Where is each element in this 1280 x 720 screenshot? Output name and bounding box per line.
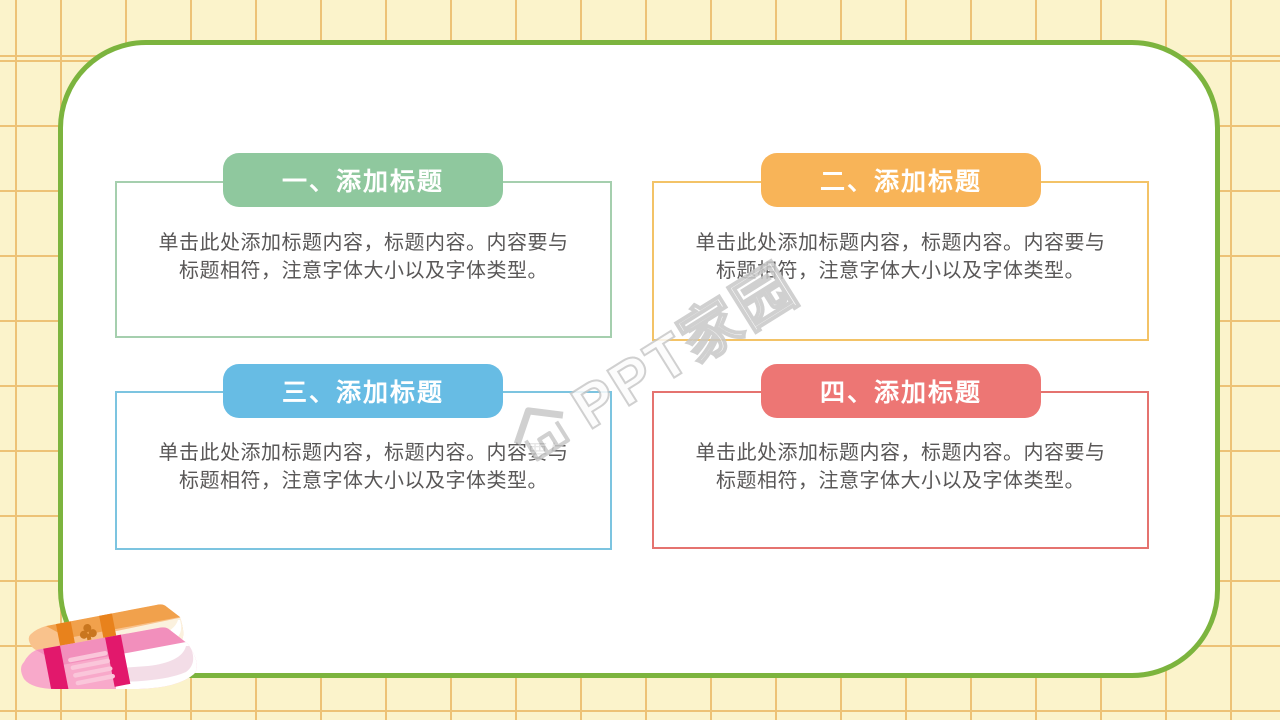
panel-body-3[interactable]: 单击此处添加标题内容，标题内容。内容要与 标题相符，注意字体大小以及字体类型。 bbox=[159, 439, 569, 495]
panel-title-3[interactable]: 三、添加标题 bbox=[223, 364, 503, 418]
panel-body-2-line-1: 单击此处添加标题内容，标题内容。内容要与 bbox=[695, 232, 1106, 254]
panel-body-3-line-1: 单击此处添加标题内容，标题内容。内容要与 bbox=[158, 442, 569, 464]
content-panel-1: 单击此处添加标题内容，标题内容。内容要与 标题相符，注意字体大小以及字体类型。 bbox=[115, 181, 612, 338]
panel-body-3-line-2: 标题相符，注意字体大小以及字体类型。 bbox=[179, 470, 548, 492]
panel-body-2-line-2: 标题相符，注意字体大小以及字体类型。 bbox=[716, 260, 1085, 282]
panel-body-1-line-2: 标题相符，注意字体大小以及字体类型。 bbox=[179, 260, 548, 282]
panel-title-2[interactable]: 二、添加标题 bbox=[761, 153, 1041, 207]
content-panel-2: 单击此处添加标题内容，标题内容。内容要与 标题相符，注意字体大小以及字体类型。 bbox=[652, 181, 1149, 341]
content-panel-3: 单击此处添加标题内容，标题内容。内容要与 标题相符，注意字体大小以及字体类型。 bbox=[115, 391, 612, 550]
panel-body-4-line-2: 标题相符，注意字体大小以及字体类型。 bbox=[716, 470, 1085, 492]
panel-body-4[interactable]: 单击此处添加标题内容，标题内容。内容要与 标题相符，注意字体大小以及字体类型。 bbox=[696, 439, 1106, 495]
panel-title-4[interactable]: 四、添加标题 bbox=[761, 364, 1041, 418]
panel-title-1[interactable]: 一、添加标题 bbox=[223, 153, 503, 207]
stacked-books-illustration bbox=[21, 604, 197, 689]
panel-body-2[interactable]: 单击此处添加标题内容，标题内容。内容要与 标题相符，注意字体大小以及字体类型。 bbox=[696, 229, 1106, 285]
panel-body-1[interactable]: 单击此处添加标题内容，标题内容。内容要与 标题相符，注意字体大小以及字体类型。 bbox=[159, 229, 569, 285]
slide-card bbox=[58, 40, 1220, 678]
panel-body-1-line-1: 单击此处添加标题内容，标题内容。内容要与 bbox=[158, 232, 569, 254]
panel-body-4-line-1: 单击此处添加标题内容，标题内容。内容要与 bbox=[695, 442, 1106, 464]
content-panel-4: 单击此处添加标题内容，标题内容。内容要与 标题相符，注意字体大小以及字体类型。 bbox=[652, 391, 1149, 549]
